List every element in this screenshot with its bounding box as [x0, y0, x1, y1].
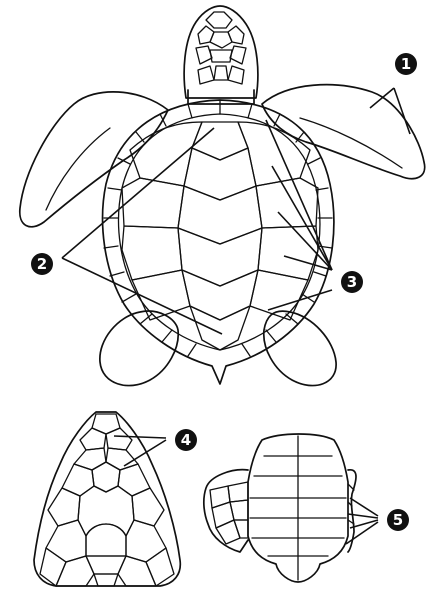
leader-2a	[62, 128, 214, 258]
callout-5: 5	[387, 509, 409, 531]
leader-3a	[266, 120, 332, 270]
left-front-flipper	[20, 92, 168, 227]
leader-lines	[62, 88, 410, 544]
turtle-dorsal-view	[20, 6, 425, 386]
callout-5-label: 5	[393, 511, 403, 529]
leader-4a	[114, 436, 166, 438]
turtle-head	[184, 6, 258, 98]
carapace-outline	[103, 100, 334, 384]
plastron-left-flaps	[204, 470, 248, 552]
callout-3: 3	[341, 271, 363, 293]
callout-2: 2	[31, 253, 53, 275]
carapace-inner-edge	[119, 114, 320, 350]
leader-5a	[350, 498, 378, 516]
callout-4-label: 4	[181, 431, 191, 449]
callout-3-label: 3	[347, 273, 357, 291]
left-flipper-inner-line	[46, 128, 110, 210]
plastron-detail	[204, 434, 356, 582]
head-detail-scales	[40, 414, 174, 586]
head-scales	[196, 12, 246, 84]
callout-1: 1	[395, 53, 417, 75]
leader-3e	[268, 290, 332, 310]
callout-4: 4	[175, 429, 197, 451]
leader-1a	[370, 88, 394, 108]
leader-1b	[394, 88, 410, 134]
callout-2-label: 2	[37, 255, 47, 273]
callout-1-label: 1	[401, 55, 411, 73]
